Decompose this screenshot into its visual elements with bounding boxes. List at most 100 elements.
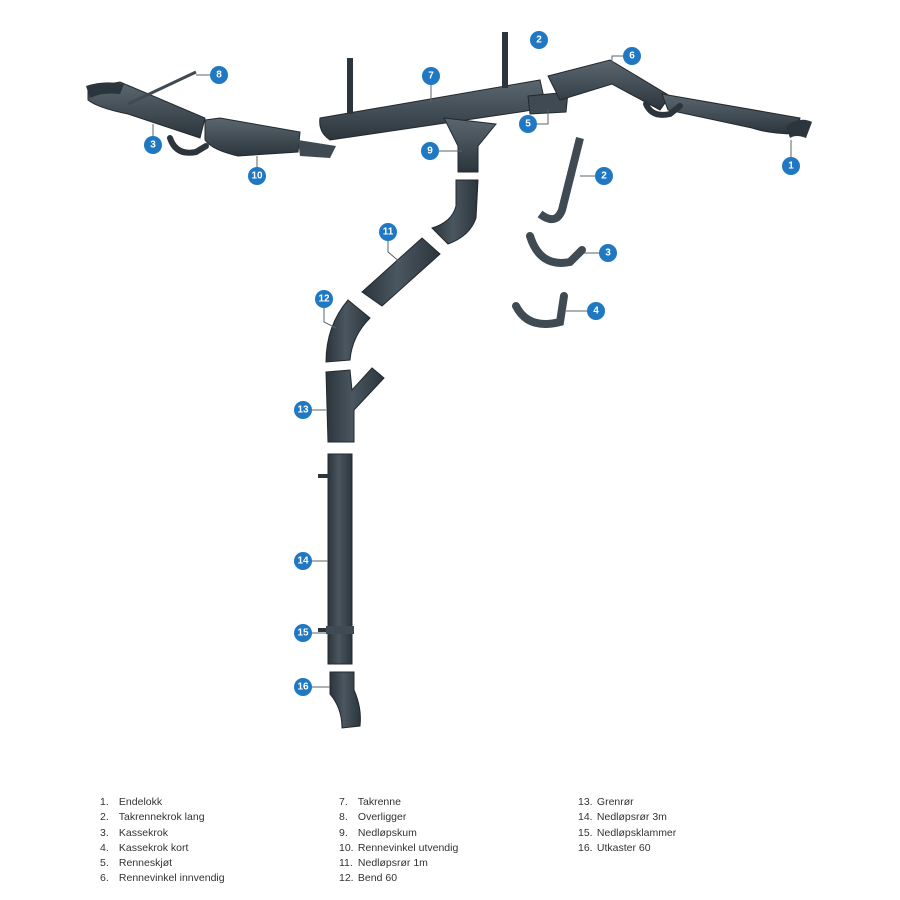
legend-number: 4. xyxy=(100,841,109,854)
legend-number: 7. xyxy=(339,796,348,808)
short-box-hook xyxy=(512,292,568,328)
badge-9-label: 9 xyxy=(427,146,433,157)
legend-number: 15. xyxy=(578,826,593,839)
legend-number: 6. xyxy=(100,872,109,885)
legend-item: 16. Utkaster 60 xyxy=(578,841,676,856)
legend-item: 8. Overligger xyxy=(339,810,458,825)
badge-8-label: 8 xyxy=(216,70,222,81)
legend-item: 11. Nedløpsrør 1m xyxy=(339,856,458,871)
legend-item: 14. Nedløpsrør 3m xyxy=(578,810,676,825)
badge-11-label: 11 xyxy=(383,227,394,238)
badge-3-label: 3 xyxy=(150,140,156,151)
legend-item: 1. Endelokk xyxy=(100,795,225,810)
legend-text: Nedløpsrør 1m xyxy=(357,857,428,870)
badge-10: 10 xyxy=(248,167,266,185)
legend-item: 10. Rennevinkel utvendig xyxy=(339,841,458,856)
downpipe-assembly xyxy=(318,179,479,729)
bend-60 xyxy=(325,299,371,363)
outlet-60 xyxy=(329,671,361,729)
badge-1-label: 1 xyxy=(788,161,794,172)
pipe-clamp-ring xyxy=(326,626,354,634)
legend-number: 1. xyxy=(100,796,109,808)
badge-4: 4 xyxy=(587,302,605,320)
legend-column-1: 1. Endelokk 2. Takrennekrok lang 3. Kass… xyxy=(100,795,225,887)
badge-16: 16 xyxy=(294,678,312,696)
badge-14: 14 xyxy=(294,552,312,570)
left-gutter-section xyxy=(87,81,206,139)
left-end-cap xyxy=(86,82,124,98)
badge-3-right: 3 xyxy=(599,244,617,262)
legend-text: Takrenne xyxy=(357,796,401,808)
legend-text: Bend 60 xyxy=(357,872,398,885)
badge-12: 12 xyxy=(315,290,333,308)
right-end-cap xyxy=(786,119,812,138)
legend-number: 3. xyxy=(100,826,109,839)
badge-2-top-label: 2 xyxy=(536,35,542,46)
legend-text: Nedløpskum xyxy=(357,826,417,839)
legend-text: Nedløpsklammer xyxy=(596,826,677,839)
badge-9: 9 xyxy=(421,142,439,160)
long-gutter-hook xyxy=(537,137,584,224)
legend-item: 6. Rennevinkel innvendig xyxy=(100,871,225,886)
legend-number: 12. xyxy=(339,872,354,885)
badge-16-label: 16 xyxy=(297,682,309,693)
badge-7: 7 xyxy=(422,67,440,85)
outer-corner-gutter xyxy=(204,117,301,157)
badge-7-label: 7 xyxy=(428,71,434,82)
legend-number: 11. xyxy=(339,857,353,870)
long-hook-right xyxy=(502,32,508,88)
legend-text: Rennevinkel utvendig xyxy=(357,841,459,854)
inner-corner-gutter xyxy=(547,59,671,111)
legend-text: Takrennekrok lang xyxy=(118,811,205,824)
badge-3-right-label: 3 xyxy=(605,248,611,259)
legend-text: Grenrør xyxy=(596,796,634,808)
upper-bend xyxy=(431,179,479,245)
legend-item: 15. Nedløpsklammer xyxy=(578,826,676,841)
legend-item: 4. Kassekrok kort xyxy=(100,841,225,856)
legend-column-3: 13. Grenrør 14. Nedløpsrør 3m 15. Nedløp… xyxy=(578,795,676,856)
pipe-clamp-top xyxy=(318,474,330,478)
left-box-hook xyxy=(167,135,209,156)
badge-11: 11 xyxy=(379,223,397,241)
legend-item: 9. Nedløpskum xyxy=(339,826,458,841)
number-badges: 8 3 10 7 2 6 5 1 9 2 3 4 11 12 13 14 15 … xyxy=(144,31,800,696)
legend-text: Nedløpsrør 3m xyxy=(596,811,667,824)
badge-13: 13 xyxy=(294,401,312,419)
badge-1: 1 xyxy=(782,157,800,175)
badge-6: 6 xyxy=(623,47,641,65)
downpipe-outlet xyxy=(443,117,497,173)
legend-text: Kassekrok kort xyxy=(118,841,189,854)
box-hook xyxy=(526,232,586,267)
legend-item: 12. Bend 60 xyxy=(339,871,458,886)
badge-8: 8 xyxy=(210,66,228,84)
badge-2-label: 2 xyxy=(601,171,607,182)
pipe-clamp xyxy=(318,628,330,632)
badge-10-label: 10 xyxy=(251,171,263,182)
badge-15: 15 xyxy=(294,624,312,642)
overligger-rod xyxy=(127,70,197,106)
badge-12-label: 12 xyxy=(318,294,330,305)
legend-text: Utkaster 60 xyxy=(596,841,651,854)
legend-item: 2. Takrennekrok lang xyxy=(100,810,225,825)
legend-item: 7. Takrenne xyxy=(339,795,458,810)
branch-pipe xyxy=(325,367,385,443)
badge-13-label: 13 xyxy=(297,405,309,416)
legend-number: 9. xyxy=(339,826,348,839)
legend-text: Renneskjøt xyxy=(118,857,173,870)
legend-text: Rennevinkel innvendig xyxy=(118,872,225,885)
legend-text: Endelokk xyxy=(118,796,163,808)
loose-hooks xyxy=(512,137,586,328)
long-hook-left xyxy=(347,58,353,114)
badge-14-label: 14 xyxy=(297,556,309,567)
badge-5: 5 xyxy=(519,115,537,133)
badge-6-label: 6 xyxy=(629,51,635,62)
legend-number: 14. xyxy=(578,811,593,824)
legend-number: 10. xyxy=(339,841,354,854)
outer-corner-joint xyxy=(298,140,336,158)
downpipe-1m xyxy=(361,237,441,307)
gutter-assembly xyxy=(86,32,812,173)
legend-number: 13. xyxy=(578,796,593,808)
legend-item: 3. Kassekrok xyxy=(100,826,225,841)
badge-4-label: 4 xyxy=(593,306,599,317)
main-gutter xyxy=(319,79,545,141)
